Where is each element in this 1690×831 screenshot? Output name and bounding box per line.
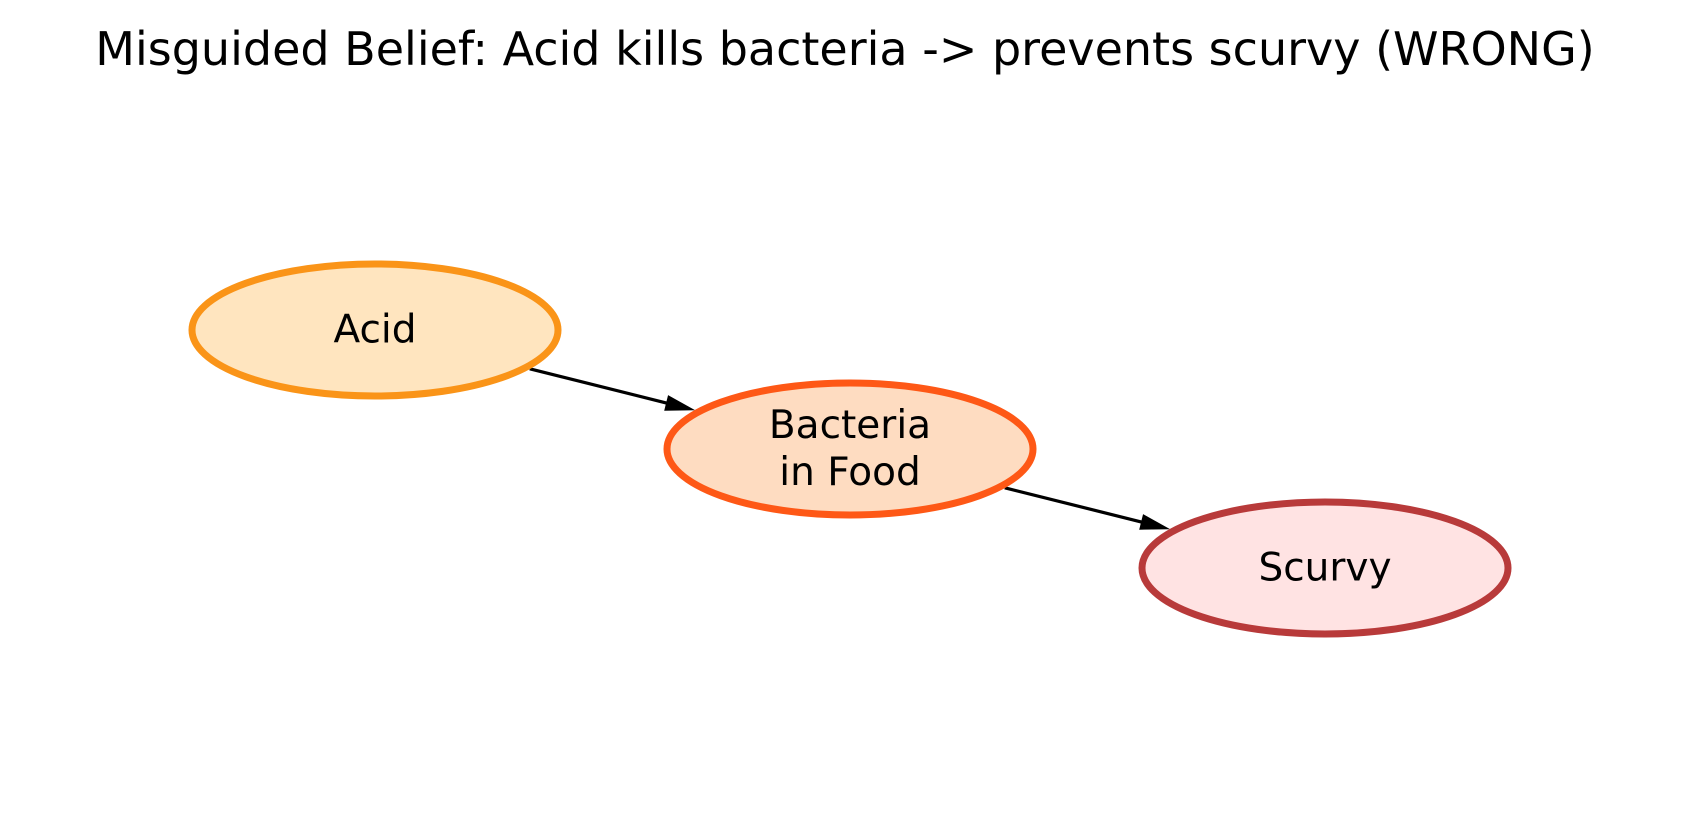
node-scurvy-label: Scurvy [1258,546,1391,591]
diagram-title: Misguided Belief: Acid kills bacteria ->… [95,22,1595,76]
edge-line [529,367,669,405]
node-bacteria-label: Bacteria [769,403,931,448]
node-bacteria-shape [663,379,1037,519]
node-acid-shape [188,260,562,400]
node-acid: Acid [188,260,562,400]
node-bacteria-label: in Food [779,450,920,495]
node-acid-label: Acid [333,308,416,353]
edges-layer [529,367,1171,530]
edge-acid-to-bacteria [529,367,696,411]
arrowhead-icon [1139,514,1171,530]
arrowhead-icon [664,395,696,411]
edge-line [1004,486,1144,524]
node-scurvy: Scurvy [1138,498,1512,638]
edge-bacteria-to-scurvy [1004,486,1171,530]
node-scurvy-shape [1138,498,1512,638]
